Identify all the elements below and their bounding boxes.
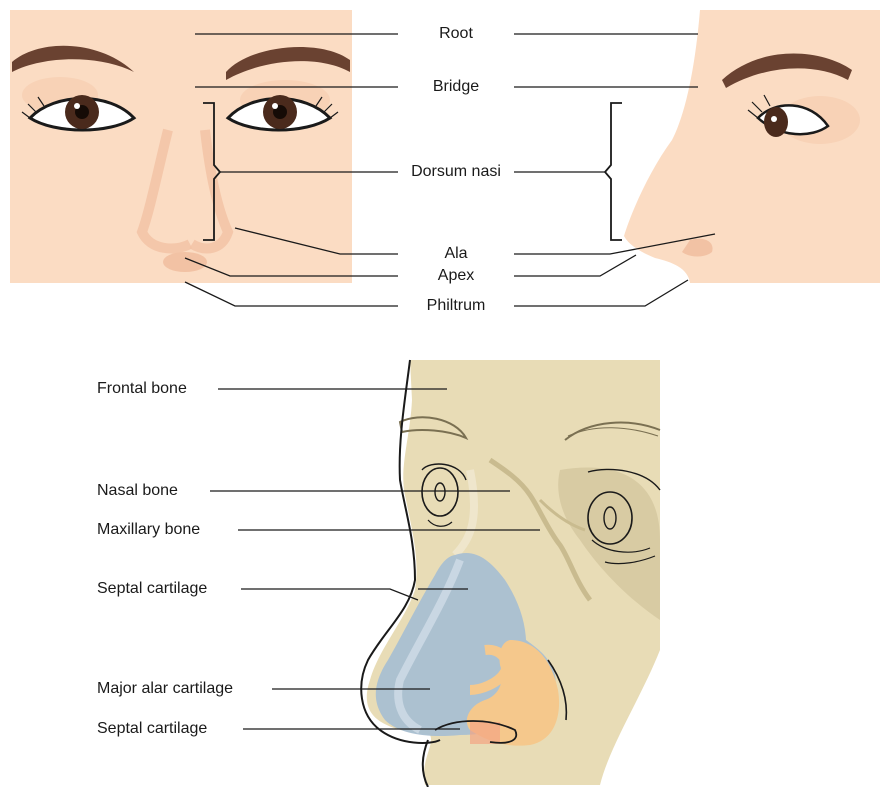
label-bridge: Bridge [433,78,479,96]
label-nasal-bone: Nasal bone [97,482,178,500]
label-root: Root [439,25,473,43]
label-dorsum-nasi: Dorsum nasi [411,163,501,181]
skull-diagram [361,360,660,787]
side-face [605,10,880,283]
label-frontal-bone: Frontal bone [97,380,187,398]
label-apex: Apex [438,267,474,285]
label-maxillary-bone: Maxillary bone [97,521,200,539]
label-septal-cartilage-lower: Septal cartilage [97,720,207,738]
label-septal-cartilage-upper: Septal cartilage [97,580,207,598]
label-ala: Ala [444,245,467,263]
label-major-alar-cartilage: Major alar cartilage [97,680,233,698]
front-face [10,10,352,283]
label-philtrum: Philtrum [427,297,486,315]
